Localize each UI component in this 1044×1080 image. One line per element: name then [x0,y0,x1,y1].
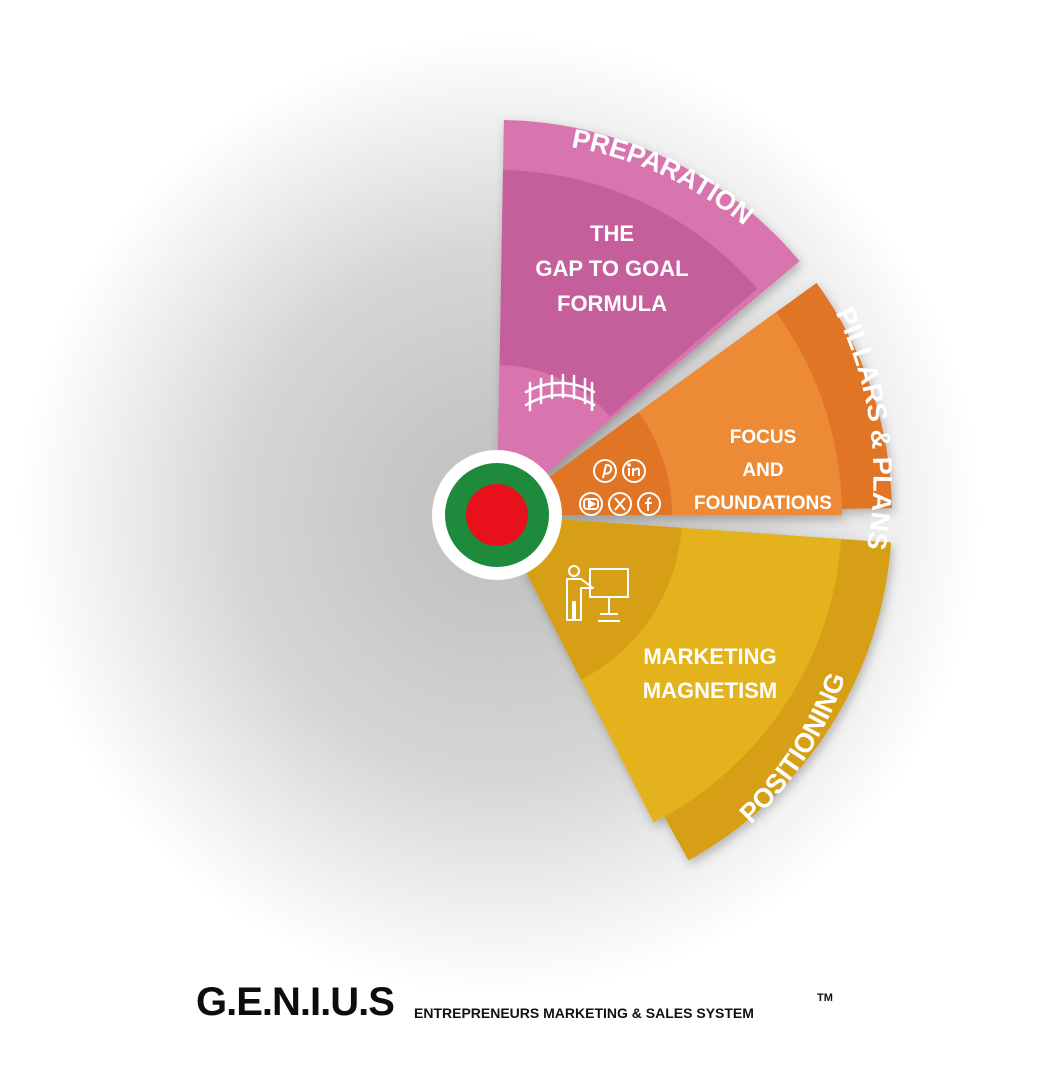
presenter-icon [566,565,629,622]
segment-preparation [498,120,800,477]
footer: G.E.N.I.U.S ENTREPRENEURS MARKETING & SA… [196,980,896,1040]
preparation-inner-line-2: GAP TO GOAL [535,256,688,281]
youtube-icon [579,492,603,516]
pillars-inner-line-2: AND [742,460,783,481]
hub-target-icon [432,450,562,580]
pillars-inner-line-3: FOUNDATIONS [694,493,832,514]
x-icon [608,492,632,516]
pillars-inner-line-1: FOCUS [730,427,797,448]
trademark-mark: TM [817,992,833,1004]
brand-title: G.E.N.I.U.S [196,980,395,1024]
preparation-inner-line-1: THE [590,221,634,246]
segment-pillars-plans [543,282,892,515]
positioning-core-wedge [523,519,682,680]
brand-tagline: ENTREPRENEURS MARKETING & SALES SYSTEM [414,1005,754,1021]
segment-positioning [523,519,892,861]
positioning-inner-line-2: MAGNETISM [643,678,777,703]
pillars-core-wedge [543,412,672,515]
pinterest-icon [593,459,617,483]
linkedin-icon [622,459,646,483]
bridge-icon [524,373,596,412]
facebook-icon [637,492,661,516]
preparation-inner-line-3: FORMULA [557,291,667,316]
positioning-inner-line-1: MARKETING [643,644,776,669]
